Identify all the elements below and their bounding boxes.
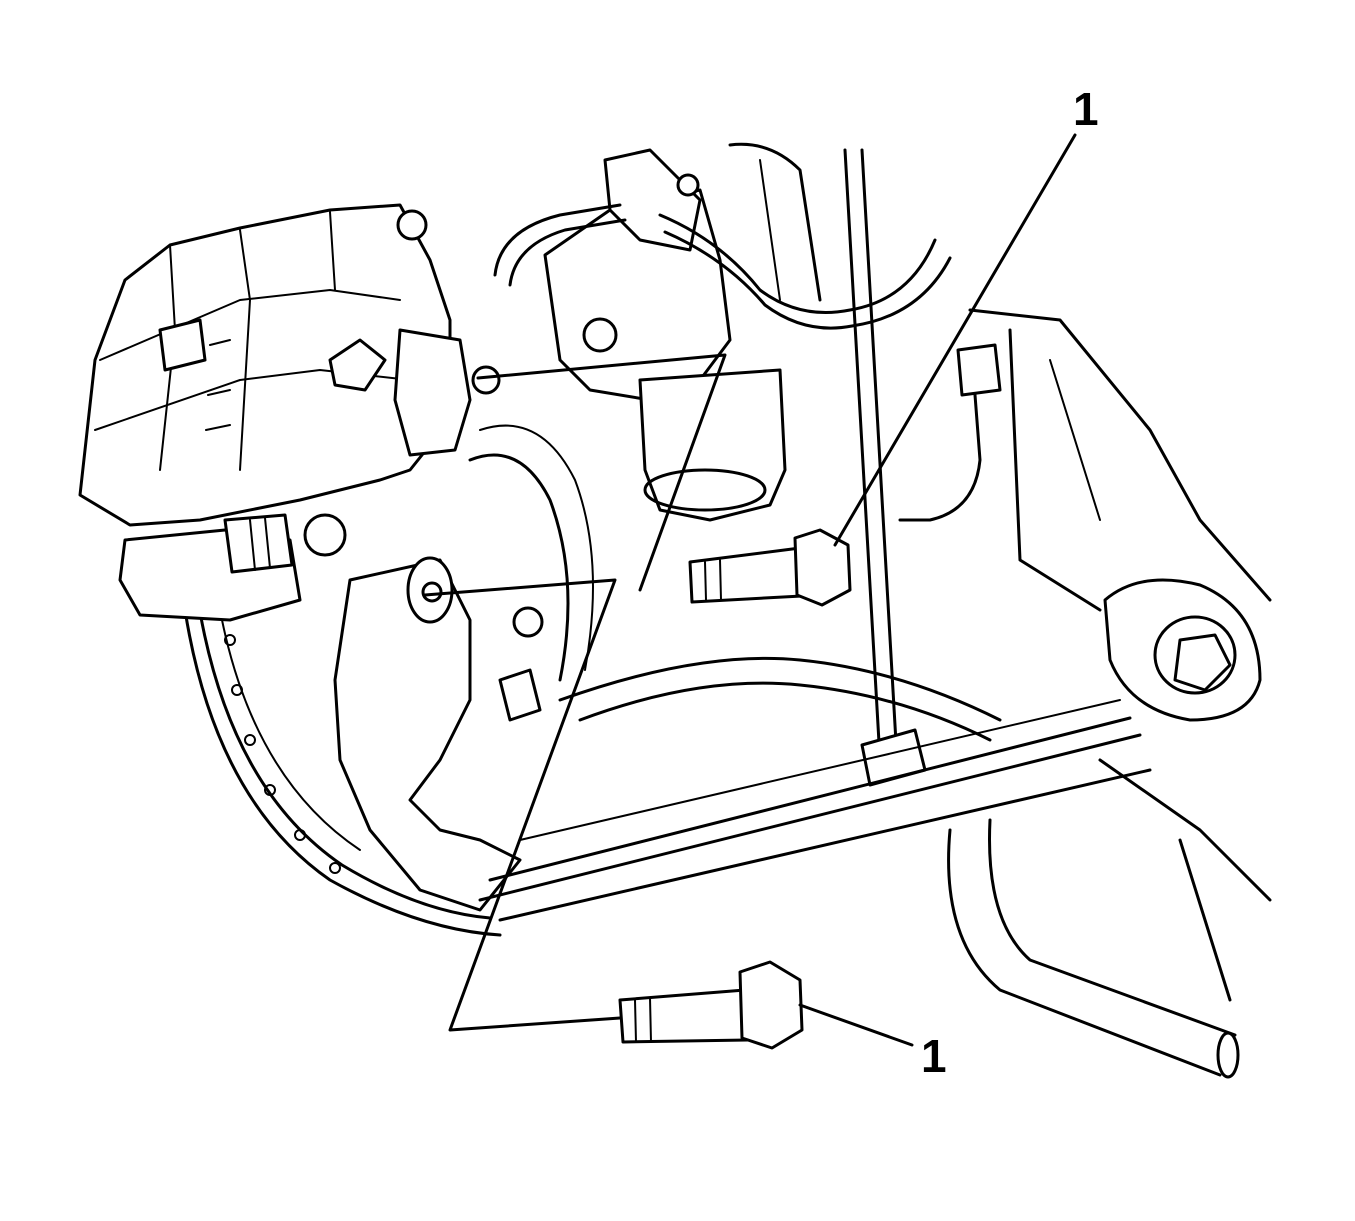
bolt-lower bbox=[618, 960, 804, 1050]
leader-line-lower bbox=[798, 1003, 914, 1047]
leader-line-upper bbox=[833, 133, 1077, 547]
lower-control-arm bbox=[478, 656, 1152, 922]
bolt-upper bbox=[688, 528, 852, 607]
exhaust-pipe bbox=[947, 818, 1240, 1079]
caliper-bracket bbox=[118, 513, 347, 622]
insertion-guide-upper bbox=[476, 353, 727, 592]
brake-rotor bbox=[183, 608, 502, 937]
callout-label-top: 1 bbox=[1073, 83, 1099, 135]
abs-sensor-wire bbox=[898, 343, 1002, 522]
brake-hose bbox=[493, 203, 952, 330]
stabilizer-link bbox=[843, 148, 927, 787]
wheel-hub bbox=[468, 424, 594, 682]
callout-label-bottom: 1 bbox=[921, 1030, 947, 1082]
frame-rail bbox=[968, 308, 1272, 1002]
control-arm-bushing bbox=[1103, 578, 1262, 722]
insertion-guide-lower bbox=[423, 578, 622, 1032]
brake-caliper bbox=[78, 203, 452, 527]
strut-assembly bbox=[543, 142, 822, 522]
steering-knuckle bbox=[333, 328, 544, 912]
